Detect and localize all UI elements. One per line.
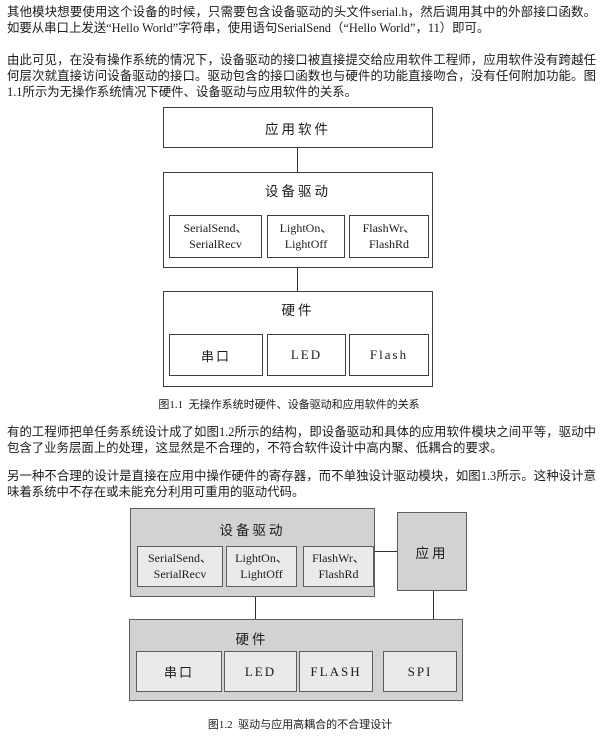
fig1-hw-led: LED bbox=[267, 334, 346, 376]
fig2-connector-app-hardware bbox=[433, 591, 434, 619]
fig1-connector-driver-hardware bbox=[297, 268, 298, 291]
fig2-connector-driver-hardware bbox=[255, 597, 256, 619]
figure-1-2-caption: 图1.2 驱动与应用高耦合的不合理设计 bbox=[207, 719, 393, 731]
paragraph-4: 另一种不合理的设计是直接在应用中操作硬件的寄存器，而不单独设计驱动模块，如图1.… bbox=[7, 469, 596, 499]
paragraph-1: 其他模块想要使用这个设备的时候，只需要包含设备驱动的头文件serial.h，然后… bbox=[7, 5, 596, 35]
fig1-hw-flash: Flash bbox=[349, 334, 429, 376]
figure-1-1-caption: 图1.1 无操作系统时硬件、设备驱动和应用软件的关系 bbox=[158, 399, 420, 411]
fig2-module-flash: FlashWr、 FlashRd bbox=[303, 546, 374, 587]
fig1-application-software-box: 应用软件 bbox=[163, 107, 433, 148]
fig1-hw-serial-port: 串口 bbox=[169, 334, 263, 376]
fig2-hw-spi: SPI bbox=[383, 651, 457, 692]
fig2-application-box: 应用 bbox=[397, 512, 467, 591]
fig2-hw-led: LED bbox=[224, 651, 297, 692]
fig2-module-light: LightOn、 LightOff bbox=[226, 546, 297, 587]
fig2-connector-driver-app bbox=[375, 551, 397, 552]
fig1-hardware-title: 硬件 bbox=[281, 303, 315, 318]
fig2-module-serial: SerialSend、 SerialRecv bbox=[137, 546, 223, 587]
paragraph-2: 由此可见，在没有操作系统的情况下，设备驱动的接口被直接提交给应用软件工程师，应用… bbox=[7, 53, 596, 99]
fig2-hw-flash: FLASH bbox=[299, 651, 373, 692]
paragraph-3: 有的工程师把单任务系统设计成了如图1.2所示的结构，即设备驱动和具体的应用软件模… bbox=[7, 425, 596, 455]
fig1-module-light: LightOn、 LightOff bbox=[267, 215, 345, 258]
fig2-device-driver-title: 设备驱动 bbox=[219, 523, 286, 538]
fig1-module-serial: SerialSend、 SerialRecv bbox=[169, 215, 262, 258]
fig2-hw-serial-port: 串口 bbox=[136, 651, 222, 692]
fig2-hardware-title: 硬件 bbox=[235, 632, 269, 647]
fig1-connector-app-driver bbox=[297, 148, 298, 172]
fig1-device-driver-title: 设备驱动 bbox=[265, 184, 331, 199]
fig1-module-flash: FlashWr、 FlashRd bbox=[349, 215, 429, 258]
